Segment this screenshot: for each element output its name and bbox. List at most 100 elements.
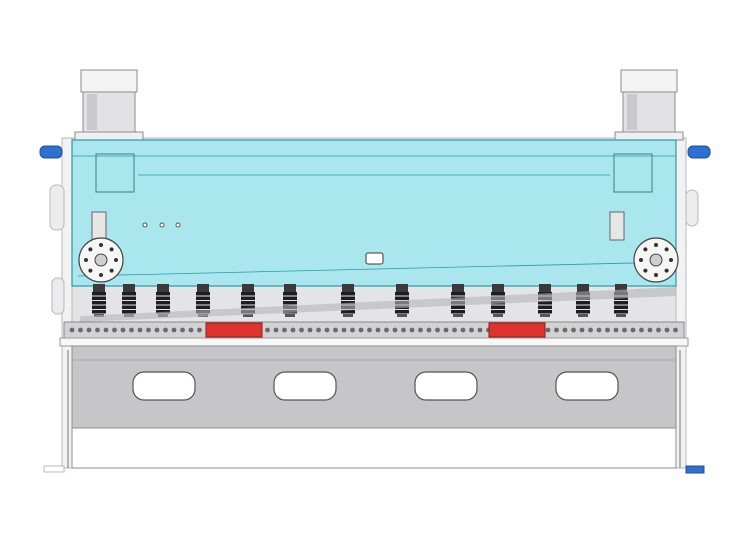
blade-hole bbox=[554, 327, 559, 333]
blade-hole bbox=[367, 327, 372, 333]
hydraulic-cylinders bbox=[74, 69, 684, 141]
right-cylinder-flange bbox=[614, 131, 684, 141]
hold-down-foot bbox=[616, 314, 626, 317]
hold-down-coil bbox=[156, 292, 170, 296]
blade-hole bbox=[180, 327, 185, 333]
hold-down-coil bbox=[241, 292, 255, 296]
oblong-slot-3 bbox=[414, 371, 478, 401]
hold-down-cap bbox=[577, 284, 589, 292]
hold-down-cap bbox=[396, 284, 408, 292]
red-guard-2 bbox=[488, 322, 546, 338]
hold-down-coil bbox=[451, 292, 465, 296]
hold-down-coil bbox=[341, 296, 355, 300]
left-side-flange bbox=[49, 184, 65, 231]
blade-hole bbox=[460, 327, 466, 333]
blade-hole bbox=[392, 327, 398, 333]
blade-hole bbox=[673, 327, 678, 333]
hold-down-coil bbox=[122, 296, 136, 300]
hold-down-coil bbox=[283, 292, 297, 296]
blade-hole bbox=[664, 327, 670, 333]
right-clamp-block bbox=[609, 211, 625, 241]
left-pivot-bolt bbox=[109, 268, 114, 273]
blade-hole bbox=[265, 327, 270, 333]
hold-down-coil bbox=[196, 292, 210, 296]
hold-down-coil bbox=[156, 296, 170, 300]
blade-hole bbox=[384, 327, 389, 333]
ram-center-window bbox=[365, 252, 384, 265]
right-pivot-bolt bbox=[639, 258, 643, 262]
left-bracket bbox=[95, 153, 135, 193]
hold-down-coil bbox=[538, 310, 552, 314]
oblong-slot-1 bbox=[132, 371, 196, 401]
blade-hole bbox=[358, 327, 364, 333]
hold-down-coil bbox=[341, 301, 355, 305]
blade-hole bbox=[146, 327, 151, 333]
hold-down-cap bbox=[539, 284, 551, 292]
red-guard-1 bbox=[205, 322, 263, 338]
blade-hole bbox=[120, 327, 126, 333]
blade-strip bbox=[59, 321, 689, 347]
blade-hole bbox=[469, 327, 474, 333]
hold-down-coil bbox=[196, 301, 210, 305]
blade-hole bbox=[154, 327, 160, 333]
blade-hole bbox=[273, 327, 279, 333]
hold-down-coil bbox=[451, 310, 465, 314]
blade-hole bbox=[95, 327, 100, 333]
blade-hole bbox=[605, 327, 610, 333]
hold-down-coil bbox=[196, 296, 210, 300]
blade-hole bbox=[409, 327, 415, 333]
blade-hole bbox=[443, 327, 449, 333]
right-cylinder-cap bbox=[620, 69, 678, 93]
ram-hole-2 bbox=[159, 222, 165, 228]
left-pivot-bolt bbox=[88, 247, 93, 252]
hold-down-cylinder-row bbox=[80, 284, 676, 322]
hold-down-coil bbox=[395, 292, 409, 296]
left-pivot-bolt bbox=[88, 268, 93, 273]
blade-hole bbox=[579, 327, 585, 333]
left-pivot-bolt bbox=[99, 273, 103, 277]
hold-down-foot bbox=[285, 314, 295, 317]
hold-down-coil bbox=[341, 292, 355, 296]
hold-down-cap bbox=[342, 284, 354, 292]
hold-down-coil bbox=[122, 310, 136, 314]
right-pivot-hub bbox=[649, 253, 663, 267]
lower-table bbox=[67, 345, 681, 469]
blade-hole bbox=[299, 327, 304, 333]
blade-hole bbox=[129, 327, 134, 333]
hold-down-foot bbox=[243, 314, 253, 317]
hold-down-cap bbox=[123, 284, 135, 292]
blade-hole bbox=[426, 327, 432, 333]
blade-hole bbox=[163, 327, 168, 333]
hold-down-cap bbox=[93, 284, 105, 292]
hold-down-coil bbox=[122, 301, 136, 305]
right-pivot-bolt bbox=[654, 273, 658, 277]
hold-down-coil bbox=[395, 310, 409, 314]
right-side-plate bbox=[675, 137, 687, 469]
hold-down-coil bbox=[92, 292, 106, 296]
lower-right-coupling bbox=[685, 465, 705, 474]
hold-down-coil bbox=[283, 296, 297, 300]
hold-down-coil bbox=[156, 301, 170, 305]
right-coupling bbox=[687, 145, 711, 159]
blade-hole bbox=[477, 327, 483, 333]
hold-down-foot bbox=[578, 314, 588, 317]
hold-down-cap bbox=[157, 284, 169, 292]
hold-down-coil bbox=[241, 301, 255, 305]
hold-down-coil bbox=[196, 305, 210, 309]
lower-left-pin bbox=[43, 465, 65, 473]
blade-hole bbox=[333, 327, 338, 333]
hold-down-foot bbox=[493, 314, 503, 317]
hold-down-coil bbox=[614, 305, 628, 309]
right-pivot-bolt bbox=[643, 247, 648, 252]
left-pivot-bolt bbox=[99, 243, 103, 247]
blade-hole bbox=[418, 327, 423, 333]
lower-table-skirt bbox=[71, 427, 677, 469]
blade-hole bbox=[596, 327, 602, 333]
blade-hole bbox=[307, 327, 313, 333]
hold-down-coil bbox=[576, 305, 590, 309]
hold-down-coil bbox=[491, 292, 505, 296]
hold-down-coil bbox=[341, 310, 355, 314]
hold-down-coil bbox=[491, 310, 505, 314]
blade-hole bbox=[112, 327, 117, 333]
